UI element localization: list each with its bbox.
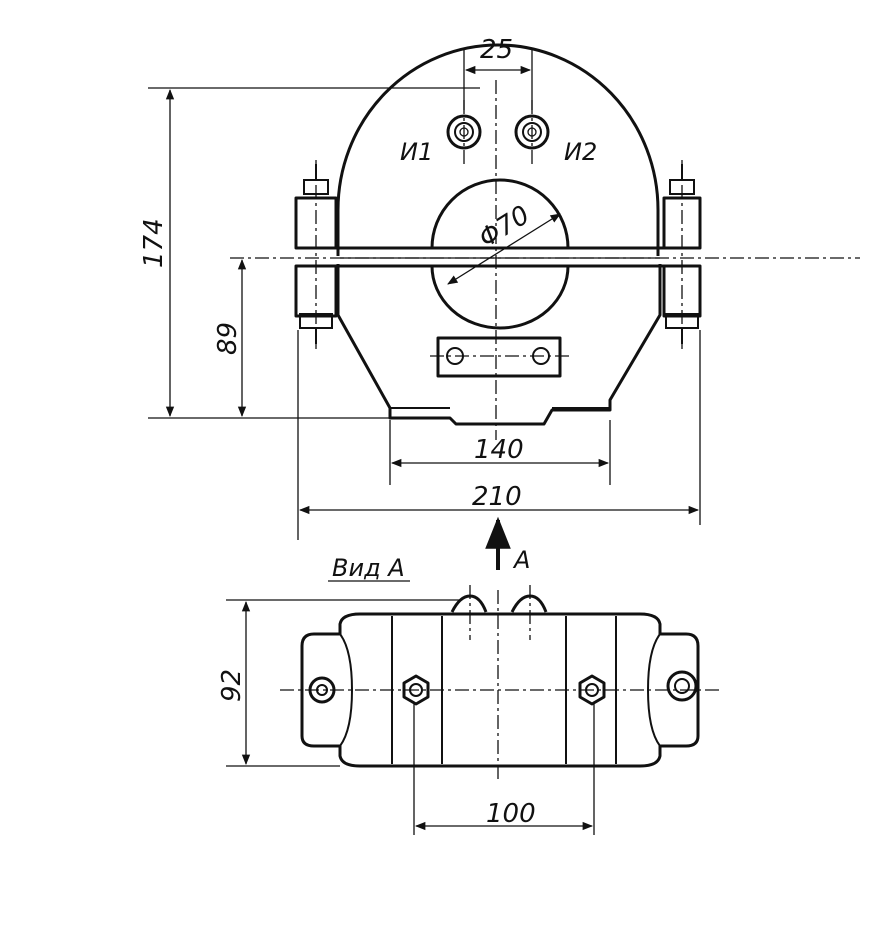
terminal-1-label: И1 bbox=[400, 138, 433, 166]
dim-140-label: 140 bbox=[474, 435, 524, 465]
dim-210-label: 210 bbox=[472, 482, 522, 512]
dim-210 bbox=[297, 330, 701, 540]
bottom-view bbox=[280, 580, 720, 780]
dim-25 bbox=[463, 48, 533, 110]
dim-140 bbox=[389, 420, 611, 485]
diameter-70-label: Φ70 bbox=[474, 200, 535, 254]
body-outline bbox=[336, 43, 660, 256]
dim-25-label: 25 bbox=[480, 35, 513, 65]
dim-92 bbox=[226, 599, 460, 767]
bolt-icon bbox=[666, 670, 698, 702]
dim-174-label: 174 bbox=[139, 218, 169, 268]
arrow-a-label: А bbox=[512, 546, 530, 574]
dim-100 bbox=[413, 704, 595, 835]
front-view bbox=[230, 43, 860, 440]
terminal-2-label: И2 bbox=[564, 138, 597, 166]
bottom-body-outline bbox=[300, 612, 700, 768]
dim-89-label: 89 bbox=[213, 322, 243, 355]
dim-174 bbox=[148, 87, 480, 419]
mounting-plate bbox=[436, 336, 562, 378]
window-hole bbox=[430, 178, 570, 330]
dim-100-label: 100 bbox=[486, 799, 536, 829]
dim-92-label: 92 bbox=[217, 669, 247, 702]
view-a-label: Вид А bbox=[332, 554, 405, 582]
body-lower bbox=[336, 264, 662, 426]
